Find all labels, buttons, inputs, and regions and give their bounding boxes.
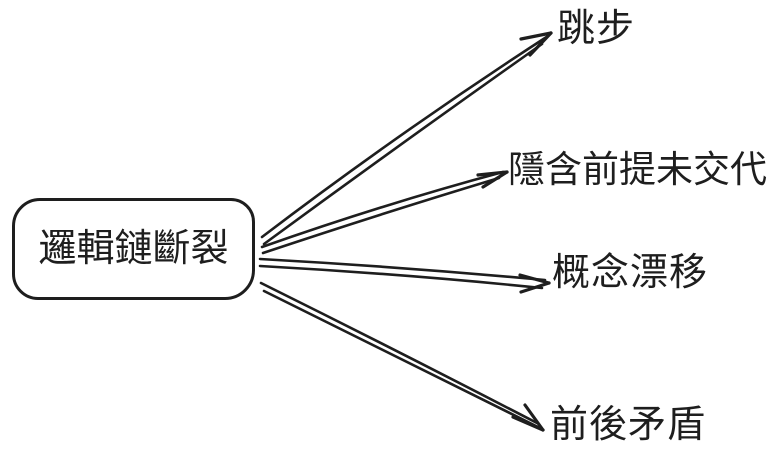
- branch-label-contradiction: 前後矛盾: [550, 402, 707, 446]
- arrow-to-hidden-premise: [260, 170, 509, 255]
- branch-label-skip-steps: 跳步: [557, 6, 636, 50]
- arrow-to-skip-steps: [260, 31, 553, 246]
- arrow-to-contradiction: [259, 281, 545, 432]
- branch-label-concept-drift: 概念漂移: [552, 250, 709, 294]
- branch-label-hidden-premise: 隱含前提未交代: [508, 148, 767, 191]
- arrow-to-concept-drift: [258, 257, 551, 294]
- root-node: 邏輯鏈斷裂: [12, 198, 255, 300]
- root-node-label: 邏輯鏈斷裂: [38, 226, 229, 270]
